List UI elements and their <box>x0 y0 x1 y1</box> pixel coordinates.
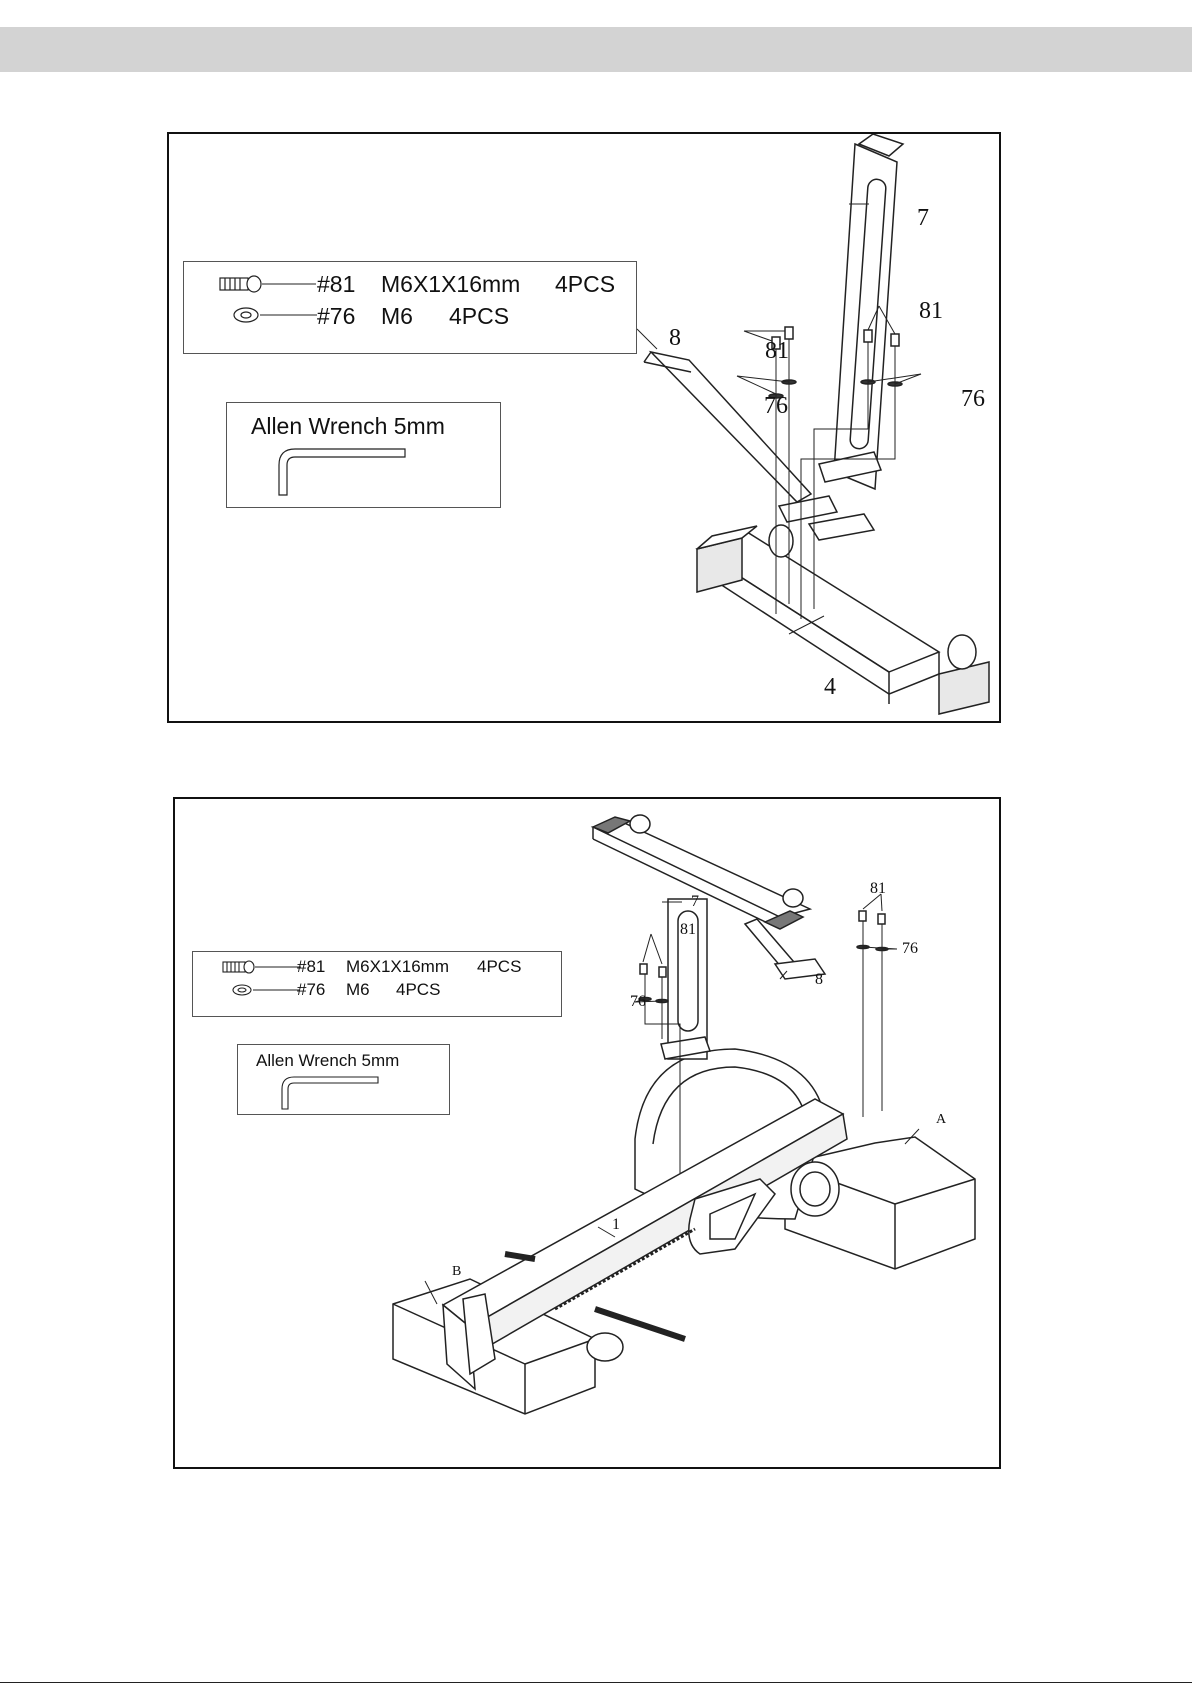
tool-label: Allen Wrench 5mm <box>251 413 445 440</box>
callout-part-76-left: 76 <box>630 994 646 1010</box>
hardware-size: M6X1X16mm <box>346 957 449 977</box>
step2-illustration <box>175 799 999 1467</box>
allen-wrench-icon <box>280 1075 380 1111</box>
step2-hardware-box: #81 M6X1X16mm 4PCS #76 M6 4PCS <box>192 951 562 1017</box>
step2-panel: #81 M6X1X16mm 4PCS #76 M6 4PCS Allen Wre… <box>173 797 1001 1469</box>
callout-part-76-right: 76 <box>961 387 985 411</box>
callout-part-81-right: 81 <box>870 881 886 897</box>
callout-part-81-right: 81 <box>919 299 943 323</box>
tool-label: Allen Wrench 5mm <box>256 1051 399 1071</box>
callout-part-A: A <box>936 1113 946 1127</box>
hardware-size: M6 <box>346 980 370 1000</box>
callout-part-1: 1 <box>612 1217 620 1233</box>
step1-panel: #81 M6X1X16mm 4PCS #76 M6 4PCS Allen Wre… <box>167 132 1001 723</box>
washer-icon <box>231 982 301 998</box>
callout-part-B: B <box>452 1265 461 1279</box>
hardware-size: M6 <box>381 303 413 330</box>
hardware-qty: 4PCS <box>555 271 615 298</box>
hardware-qty: 4PCS <box>477 957 521 977</box>
bolt-icon <box>221 959 303 975</box>
callout-part-4: 4 <box>824 675 836 699</box>
hardware-code: #81 <box>297 957 325 977</box>
hardware-qty: 4PCS <box>396 980 440 1000</box>
bolt-icon <box>218 274 318 294</box>
callout-part-76-right: 76 <box>902 941 918 957</box>
callout-part-8: 8 <box>815 972 823 988</box>
callout-part-7: 7 <box>691 894 699 910</box>
hardware-size: M6X1X16mm <box>381 271 520 298</box>
hardware-code: #81 <box>317 271 355 298</box>
callout-part-81-left: 81 <box>680 922 696 938</box>
step2-tool-box: Allen Wrench 5mm <box>237 1044 450 1115</box>
footer-rule <box>0 1682 1192 1683</box>
header-bar <box>0 27 1192 72</box>
callout-part-81-left: 81 <box>765 339 789 363</box>
callout-part-8: 8 <box>669 326 681 350</box>
hardware-qty: 4PCS <box>449 303 509 330</box>
step1-tool-box: Allen Wrench 5mm <box>226 402 501 508</box>
step1-hardware-box: #81 M6X1X16mm 4PCS #76 M6 4PCS <box>183 261 637 354</box>
callout-part-76-left: 76 <box>764 394 788 418</box>
hardware-code: #76 <box>317 303 355 330</box>
hardware-code: #76 <box>297 980 325 1000</box>
allen-wrench-icon <box>277 447 407 497</box>
washer-icon <box>232 305 318 325</box>
callout-part-7: 7 <box>917 206 929 230</box>
